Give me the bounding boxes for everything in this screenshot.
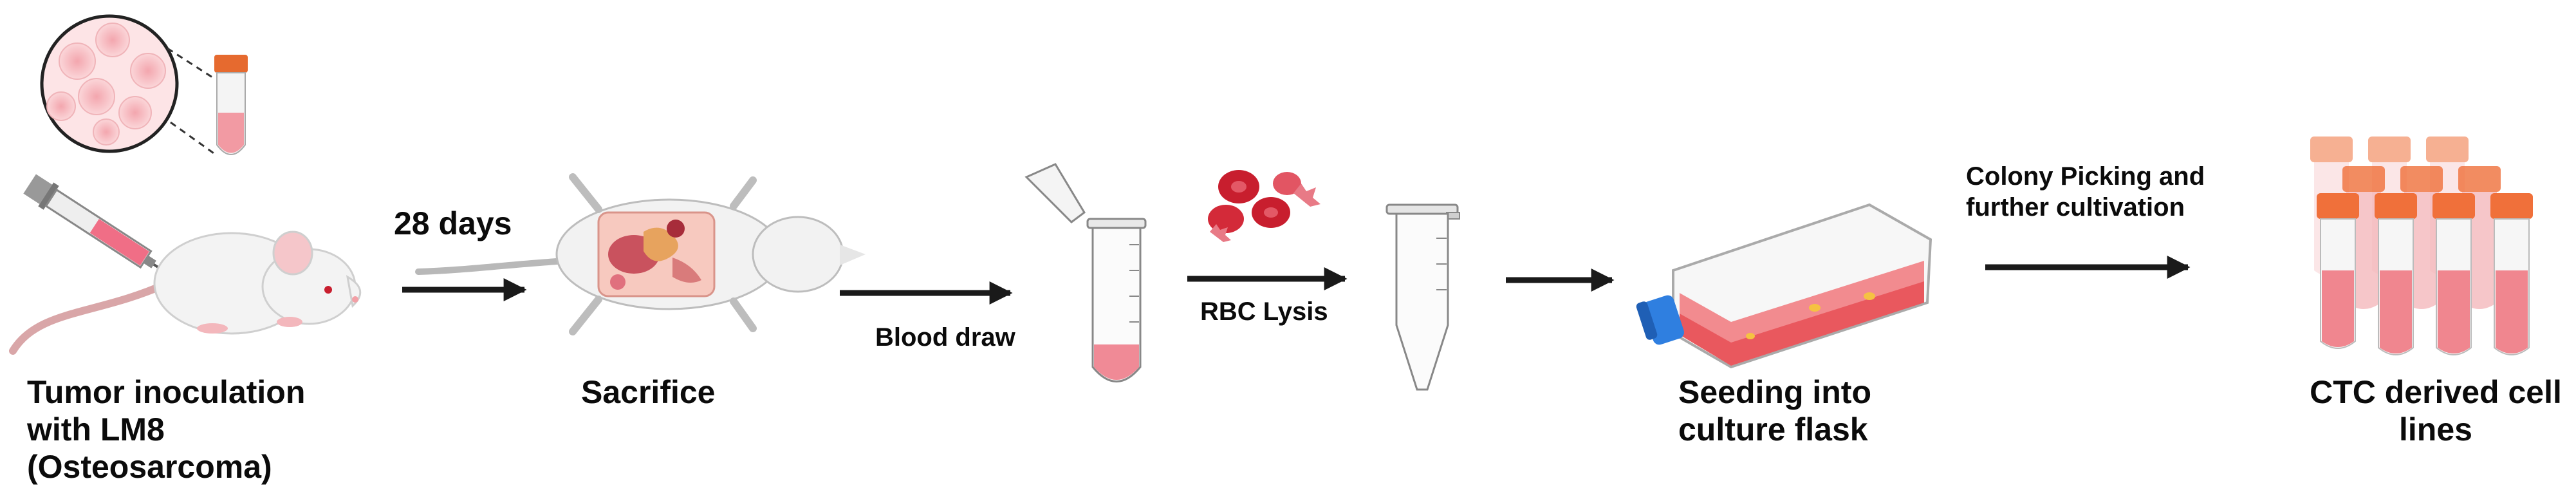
step-label-line: culture flask	[1678, 411, 1868, 447]
colony-line-1: Colony Picking and	[1966, 162, 2205, 191]
transition-label-days: 28 days	[394, 205, 512, 242]
transition-label-colony-picking: Colony Picking and further cultivation	[1966, 161, 2205, 223]
open-tube-icon	[1024, 163, 1147, 382]
step-label-line: Seeding into	[1678, 374, 1871, 410]
rbc-lysis-text: RBC Lysis	[1200, 297, 1328, 326]
transition-label-rbc-lysis: RBC Lysis	[1200, 296, 1328, 327]
step-label-line: with LM8	[27, 411, 165, 447]
step-label-cell-lines: CTC derived cell lines	[2304, 373, 2568, 448]
dissected-mouse-icon	[415, 173, 866, 335]
mouse-icon	[9, 231, 362, 355]
days-text: 28 days	[394, 205, 512, 241]
step-label-line: CTC derived cell	[2310, 374, 2562, 410]
cell-line-tubes-icon	[2310, 137, 2533, 355]
red-blood-cells-icon	[1208, 170, 1320, 242]
step-label-inoculation: Tumor inoculation with LM8 (Osteosarcoma…	[27, 373, 305, 485]
step-label-line: lines	[2399, 411, 2472, 447]
transition-label-blood-draw: Blood draw	[875, 322, 1015, 353]
colony-line-2: further cultivation	[1966, 193, 2185, 221]
step-label-sacrifice: Sacrifice	[581, 373, 715, 411]
step-label-line: Tumor inoculation	[27, 374, 306, 410]
closed-tube-icon	[1385, 203, 1460, 391]
step-label-line: Sacrifice	[581, 374, 716, 410]
culture-flask-icon	[1636, 203, 1932, 369]
cell-culture-circle-icon	[40, 14, 248, 156]
blood-draw-text: Blood draw	[875, 323, 1015, 352]
step-label-seeding: Seeding into culture flask	[1678, 373, 1871, 448]
step-label-line: (Osteosarcoma)	[27, 449, 272, 485]
